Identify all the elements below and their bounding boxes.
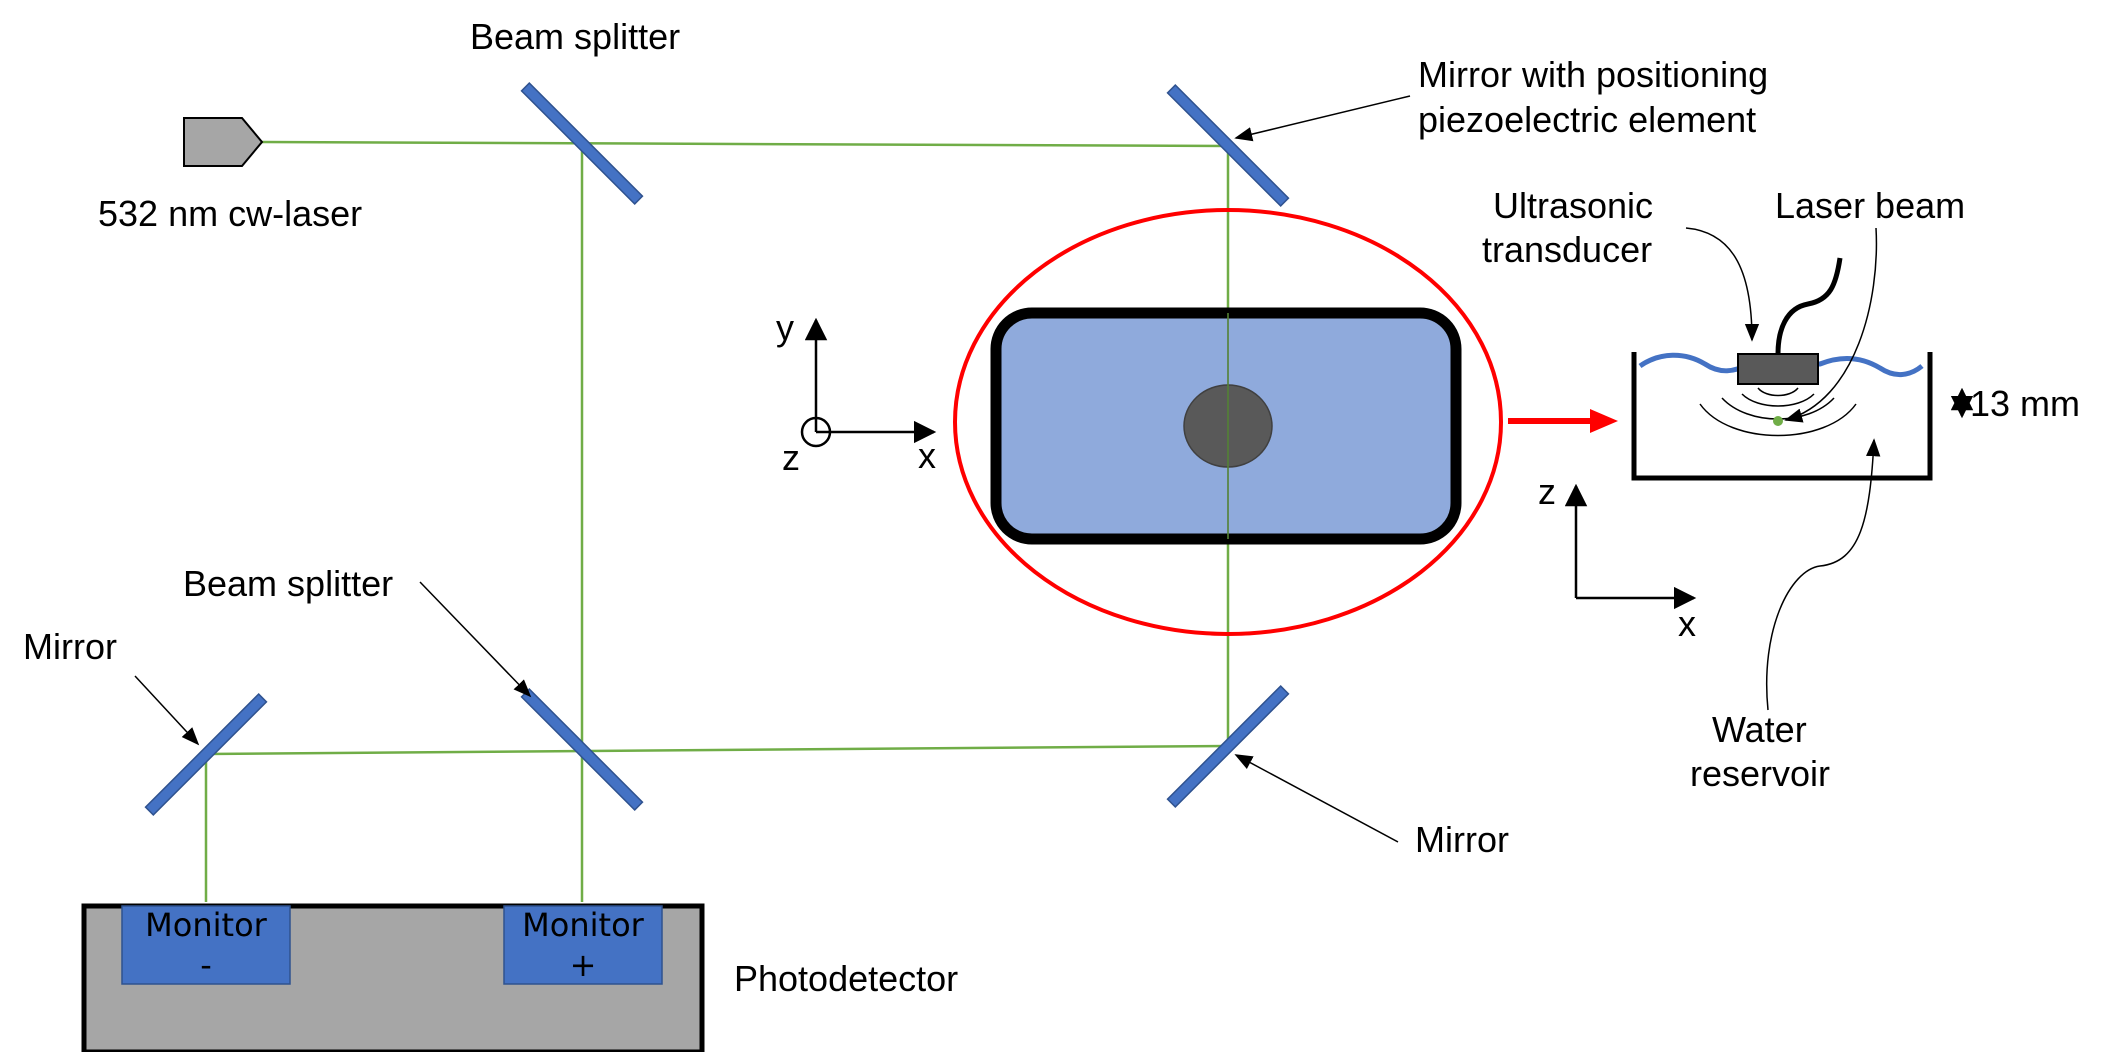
water-reservoir-side-view [1631, 257, 1974, 481]
monitor-minus-label-line2: - [200, 946, 212, 984]
beam-bottom-horizontal [205, 744, 1229, 756]
beam-splitter-bottom-label: Beam splitter [183, 563, 393, 604]
ultrasonic-transducer-label-line2: transducer [1482, 229, 1652, 270]
leader-laser-beam [1784, 227, 1878, 423]
ultrasonic-transducer-label-line1: Ultrasonic [1493, 185, 1653, 226]
beam-laser-to-mirror-piezo [261, 140, 1229, 148]
zoom-arrow [1508, 409, 1618, 433]
z-axis-out-of-page-icon [800, 416, 832, 448]
leader-lines [134, 95, 1411, 843]
optics [144, 81, 1290, 817]
beam-splitter-top [520, 81, 644, 206]
water-reservoir-label-line1: Water [1712, 709, 1807, 750]
leader-mirror-left [134, 675, 200, 746]
leader-water-reservoir [1766, 438, 1881, 711]
transducer-cable [1775, 257, 1843, 355]
xz-axes-x-label: x [1678, 603, 1696, 644]
monitor-minus [121, 905, 291, 985]
mirror-left [144, 692, 268, 817]
sample-highlight-ellipse [953, 208, 1503, 636]
leader-mirror-piezo [1234, 95, 1411, 142]
ultrasound-wavefronts [1699, 387, 1857, 437]
xz-axes-z-label: z [1538, 471, 1556, 512]
side-view-leaders [1685, 227, 1881, 711]
mirror-piezo-label-line2: piezoelectric element [1418, 99, 1756, 140]
reservoir-walls [1631, 352, 1933, 481]
laser-beam-spot [1773, 416, 1783, 426]
mirror-piezo-label-line1: Mirror with positioning [1418, 54, 1768, 95]
mirror-piezo [1166, 83, 1290, 208]
photodetector-label: Photodetector [734, 958, 958, 999]
leader-mirror-right [1234, 754, 1399, 843]
xy-axes-z-label: z [782, 437, 800, 478]
monitor-plus-label-line1: Monitor [522, 906, 644, 944]
xy-axes [800, 317, 937, 448]
mirror-right [1166, 684, 1290, 809]
monitor-plus-label-line2: + [570, 946, 597, 984]
mirror-right-label: Mirror [1415, 819, 1509, 860]
ultrasonic-transducer [1737, 353, 1819, 385]
mirror-left-label: Mirror [23, 626, 117, 667]
xy-axes-y-label: y [776, 307, 794, 348]
xz-axes [1564, 483, 1697, 610]
monitor-minus-label-line1: Monitor [145, 906, 267, 944]
water-reservoir-label-line2: reservoir [1690, 753, 1830, 794]
leader-beam-splitter-bottom [419, 581, 532, 698]
leader-transducer [1685, 227, 1760, 342]
depth-label: 13 mm [1970, 383, 2080, 424]
laser-source [183, 117, 264, 167]
monitor-plus [503, 905, 663, 985]
laser-label: 532 nm cw-laser [98, 193, 362, 234]
beam-splitter-top-label: Beam splitter [470, 16, 680, 57]
xy-axes-x-label: x [918, 435, 936, 476]
laser-beam-label: Laser beam [1775, 185, 1965, 226]
